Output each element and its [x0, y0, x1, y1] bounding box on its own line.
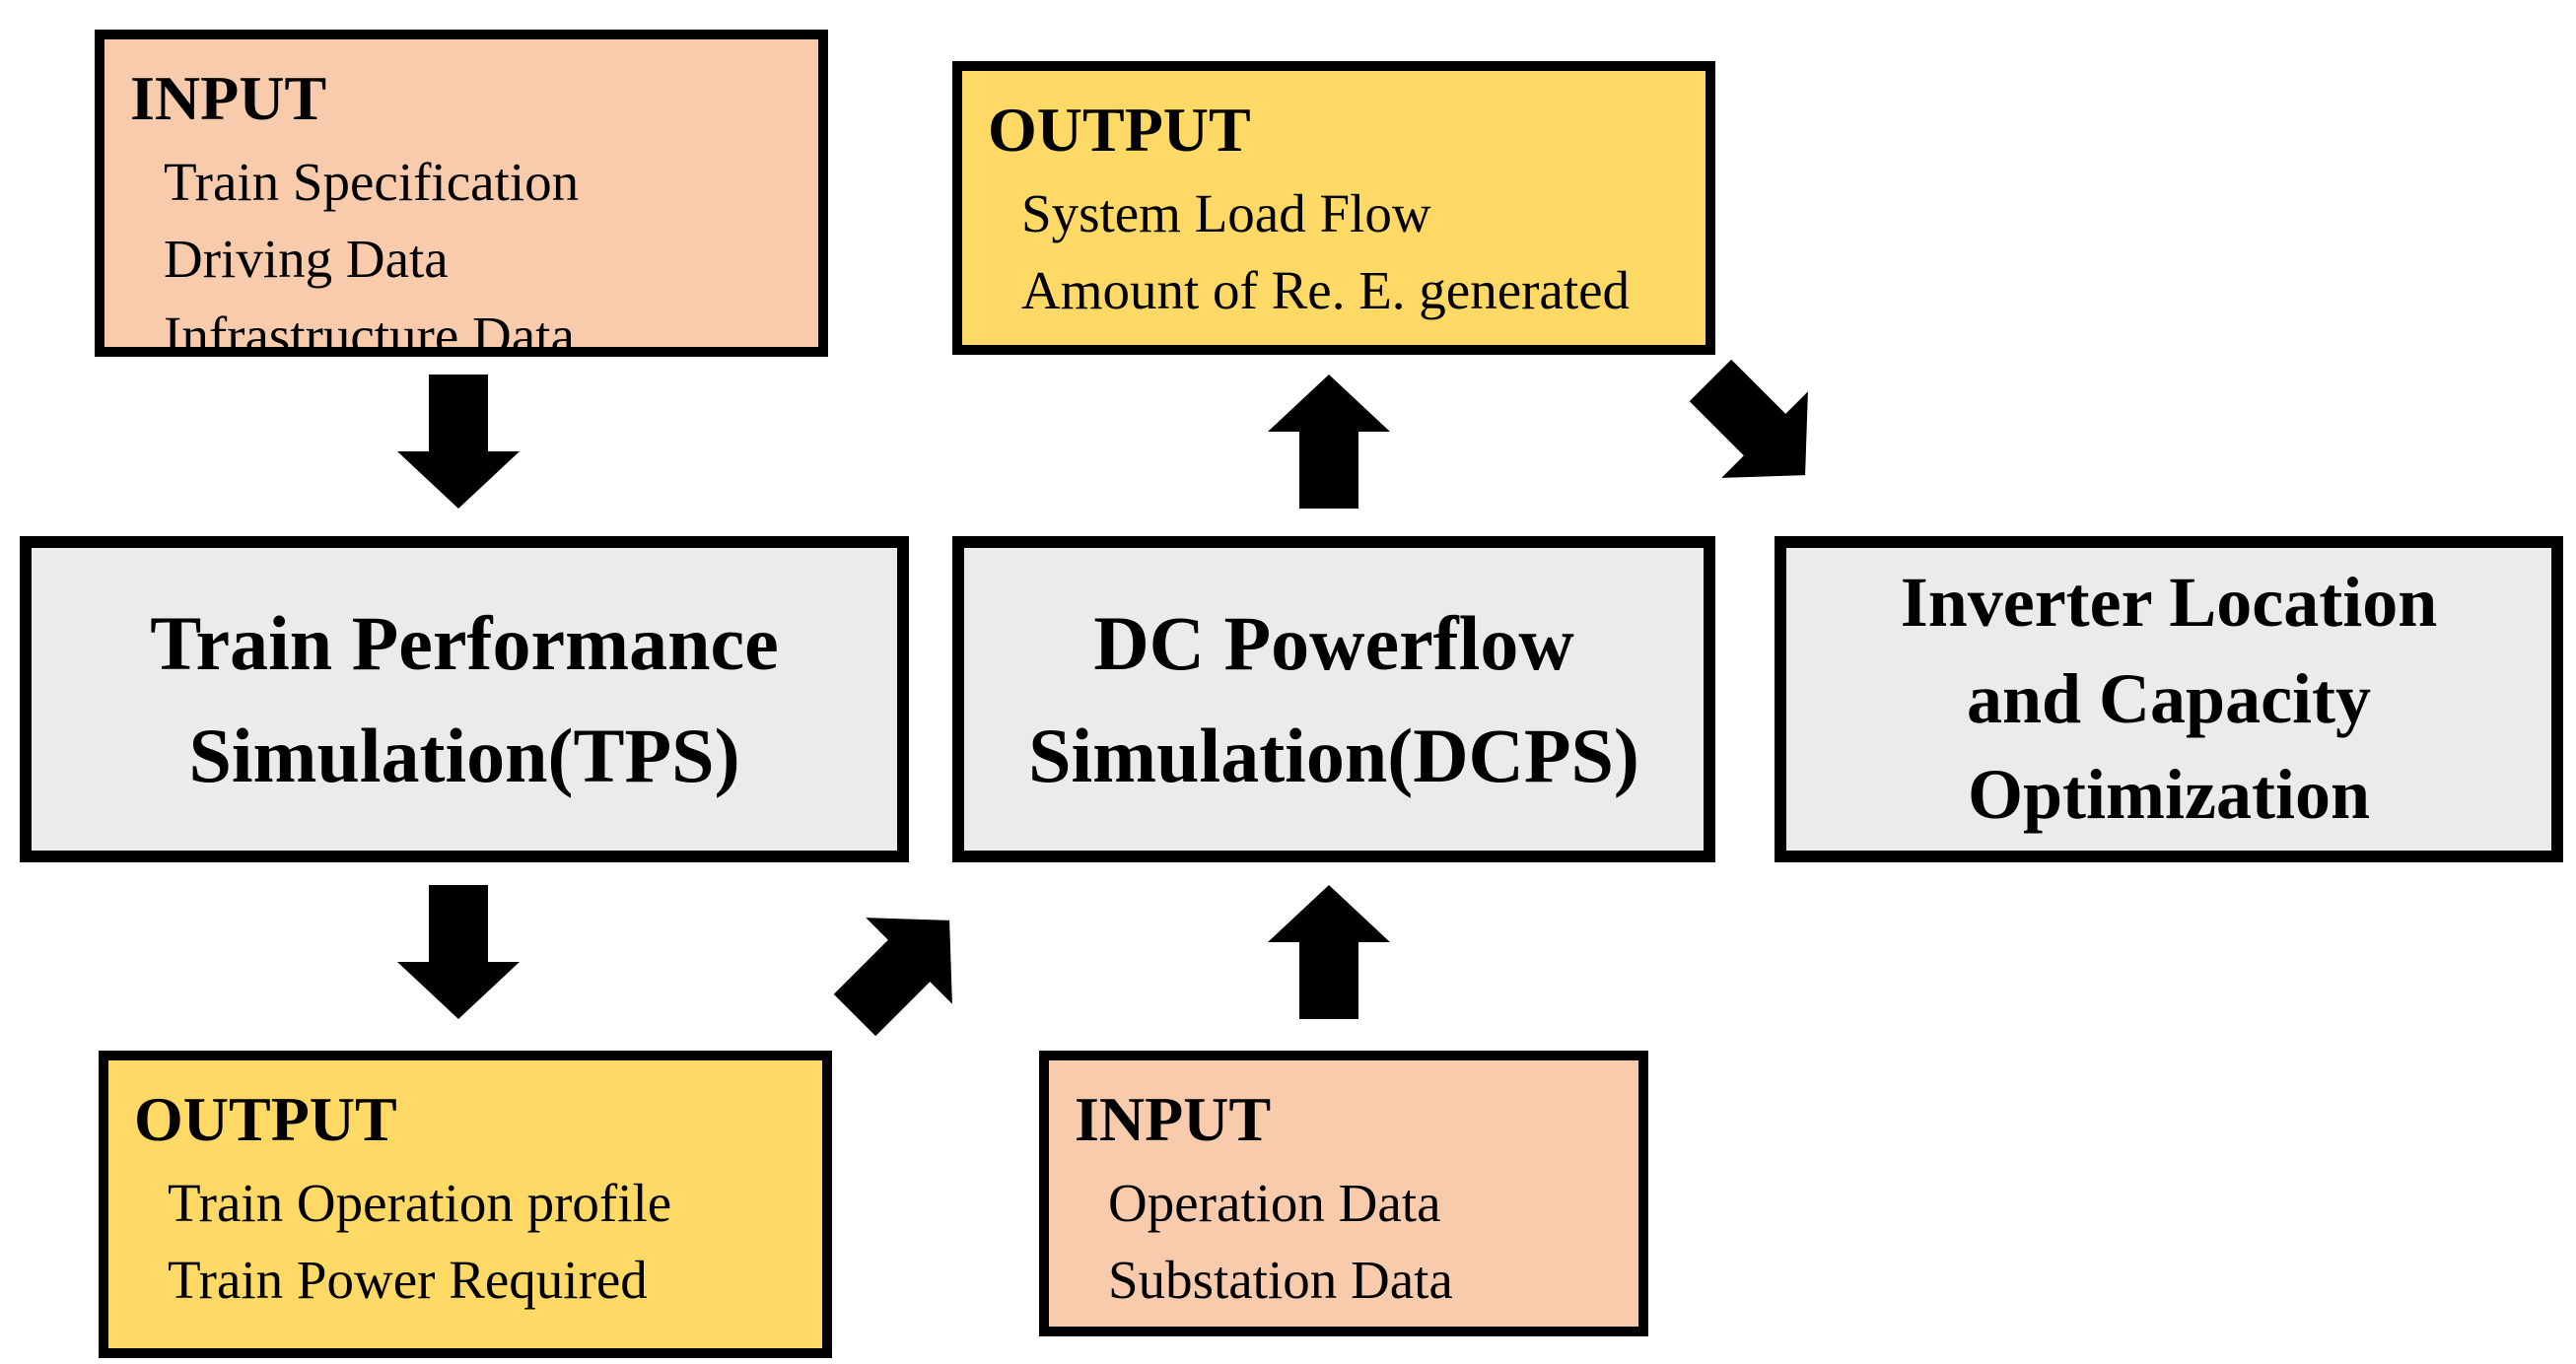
input-top-line-3: Infrastructure Data: [164, 306, 575, 367]
arrow-output-top-to-inverter: [1667, 337, 1848, 518]
box-input-bottom: INPUT Operation Data Substation Data: [1039, 1051, 1648, 1336]
arrow-tps-to-output-bottom: [397, 885, 520, 1019]
inverter-line-2: and Capacity: [1966, 658, 2372, 738]
output-top-title: OUTPUT: [988, 95, 1251, 165]
block-arrow-icon: [1268, 885, 1390, 1019]
block-arrow-icon: [397, 885, 520, 1019]
inverter-line-1: Inverter Location: [1900, 562, 2438, 642]
output-top-lines: System Load Flow Amount of Re. E. genera…: [988, 175, 1680, 329]
output-bottom-lines: Train Operation profile Train Power Requ…: [134, 1165, 797, 1319]
box-dcps: DC Powerflow Simulation(DCPS): [952, 536, 1715, 862]
input-bottom-line-2: Substation Data: [1108, 1250, 1453, 1311]
box-output-bottom: OUTPUT Train Operation profile Train Pow…: [99, 1051, 832, 1358]
input-top-line-1: Train Specification: [164, 152, 580, 212]
output-top-content: OUTPUT System Load Flow Amount of Re. E.…: [962, 71, 1706, 349]
output-bottom-line-2: Train Power Required: [168, 1250, 648, 1311]
tps-line-2: Simulation(TPS): [188, 712, 740, 798]
block-arrow-icon: [1689, 359, 1808, 478]
tps-line-1: Train Performance: [150, 600, 779, 687]
input-top-line-2: Driving Data: [164, 229, 449, 290]
dcps-line-2: Simulation(DCPS): [1028, 712, 1639, 798]
block-arrow-icon: [1268, 375, 1390, 509]
output-bottom-content: OUTPUT Train Operation profile Train Pow…: [108, 1060, 822, 1338]
box-inverter-optimization: Inverter Location and Capacity Optimizat…: [1775, 536, 2563, 862]
arrow-dcps-to-output-top: [1268, 375, 1390, 509]
block-arrow-icon: [833, 918, 952, 1037]
box-output-top: OUTPUT System Load Flow Amount of Re. E.…: [952, 61, 1715, 355]
box-tps: Train Performance Simulation(TPS): [20, 536, 909, 862]
input-bottom-content: INPUT Operation Data Substation Data: [1049, 1060, 1638, 1338]
inverter-line-3: Optimization: [1968, 755, 2370, 835]
output-top-line-2: Amount of Re. E. generated: [1021, 260, 1631, 321]
input-top-content: INPUT Train Specification Driving Data I…: [104, 39, 818, 394]
output-bottom-title: OUTPUT: [134, 1084, 397, 1154]
output-top-line-1: System Load Flow: [1021, 183, 1431, 243]
input-top-title: INPUT: [130, 63, 327, 133]
input-bottom-line-1: Operation Data: [1108, 1173, 1441, 1233]
input-bottom-title: INPUT: [1075, 1084, 1272, 1154]
dcps-line-1: DC Powerflow: [1093, 600, 1574, 687]
block-arrow-icon: [397, 375, 520, 509]
arrow-input-bottom-to-dcps: [1268, 885, 1390, 1019]
input-top-lines: Train Specification Driving Data Infrast…: [130, 144, 793, 375]
output-bottom-line-1: Train Operation profile: [168, 1173, 672, 1233]
arrow-input-top-to-tps: [397, 375, 520, 509]
box-input-top: INPUT Train Specification Driving Data I…: [95, 30, 828, 366]
arrow-output-bottom-to-dcps: [811, 877, 993, 1058]
input-bottom-lines: Operation Data Substation Data: [1075, 1165, 1613, 1319]
